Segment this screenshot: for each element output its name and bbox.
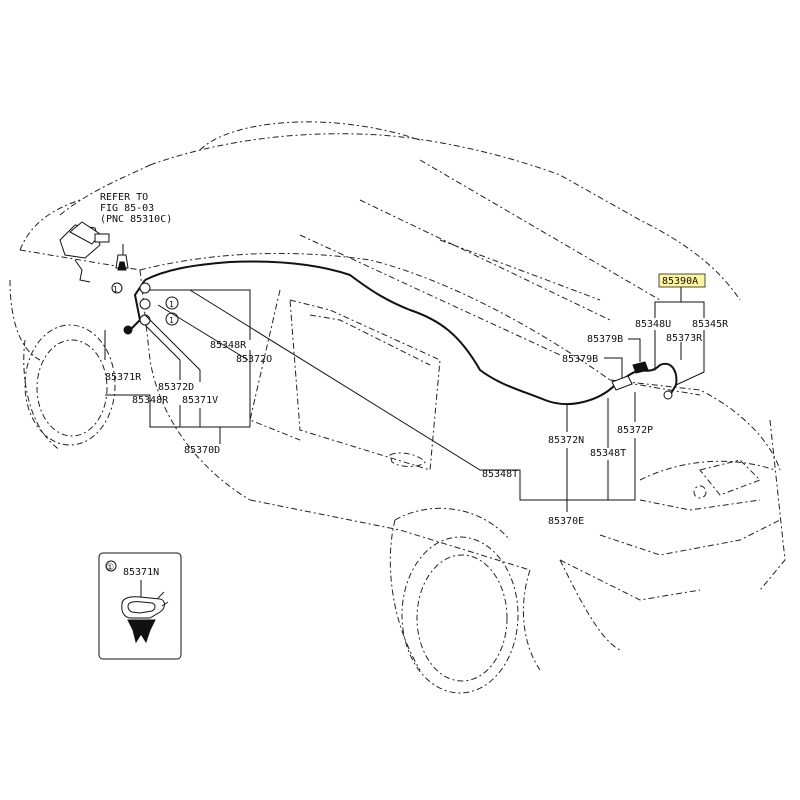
label-85345R: 85345R (692, 319, 729, 330)
part-labels: REFER TO FIG 85-03 (PNC 85310C) 85390A 8… (100, 192, 729, 527)
label-85372P: 85372P (617, 425, 653, 436)
inset-marker: ① (106, 563, 114, 573)
reference-line-2: FIG 85-03 (100, 203, 154, 214)
label-85372O-top: 85372O (236, 354, 272, 365)
label-85390A: 85390A (662, 276, 698, 287)
label-85372D: 85372D (158, 382, 194, 393)
engine-connectors: 1 1 1 (111, 282, 179, 335)
label-85371R: 85371R (105, 372, 142, 383)
engine-bay-components (59, 221, 129, 283)
label-85348R-bottom: 85348R (132, 395, 169, 406)
inset-part-label: 85371N (123, 567, 159, 578)
clip-icon (121, 591, 169, 644)
leader-lines (104, 244, 705, 512)
reference-line-1: REFER TO (100, 192, 148, 203)
label-85373R: 85373R (666, 333, 703, 344)
label-85370E: 85370E (548, 516, 584, 527)
label-85348T-left: 85348T (482, 469, 518, 480)
rear-components (611, 361, 673, 400)
svg-text:1: 1 (169, 316, 174, 325)
vehicle-outline (9, 121, 786, 694)
label-85379B-upper: 85379B (587, 334, 623, 345)
highlight-85390A (658, 273, 706, 288)
label-85371V: 85371V (182, 395, 218, 406)
svg-text:1: 1 (169, 300, 174, 309)
reference-line-3: (PNC 85310C) (100, 214, 172, 225)
label-85348T-mid: 85348T (590, 448, 626, 459)
svg-text:1: 1 (113, 285, 118, 294)
label-85379B-lower: 85379B (562, 354, 598, 365)
label-85370D: 85370D (184, 445, 220, 456)
label-85348R-top: 85348R (210, 340, 247, 351)
inset-85371N: ① 85371N (98, 552, 182, 660)
label-85348U: 85348U (635, 319, 671, 330)
label-85372N: 85372N (548, 435, 584, 446)
